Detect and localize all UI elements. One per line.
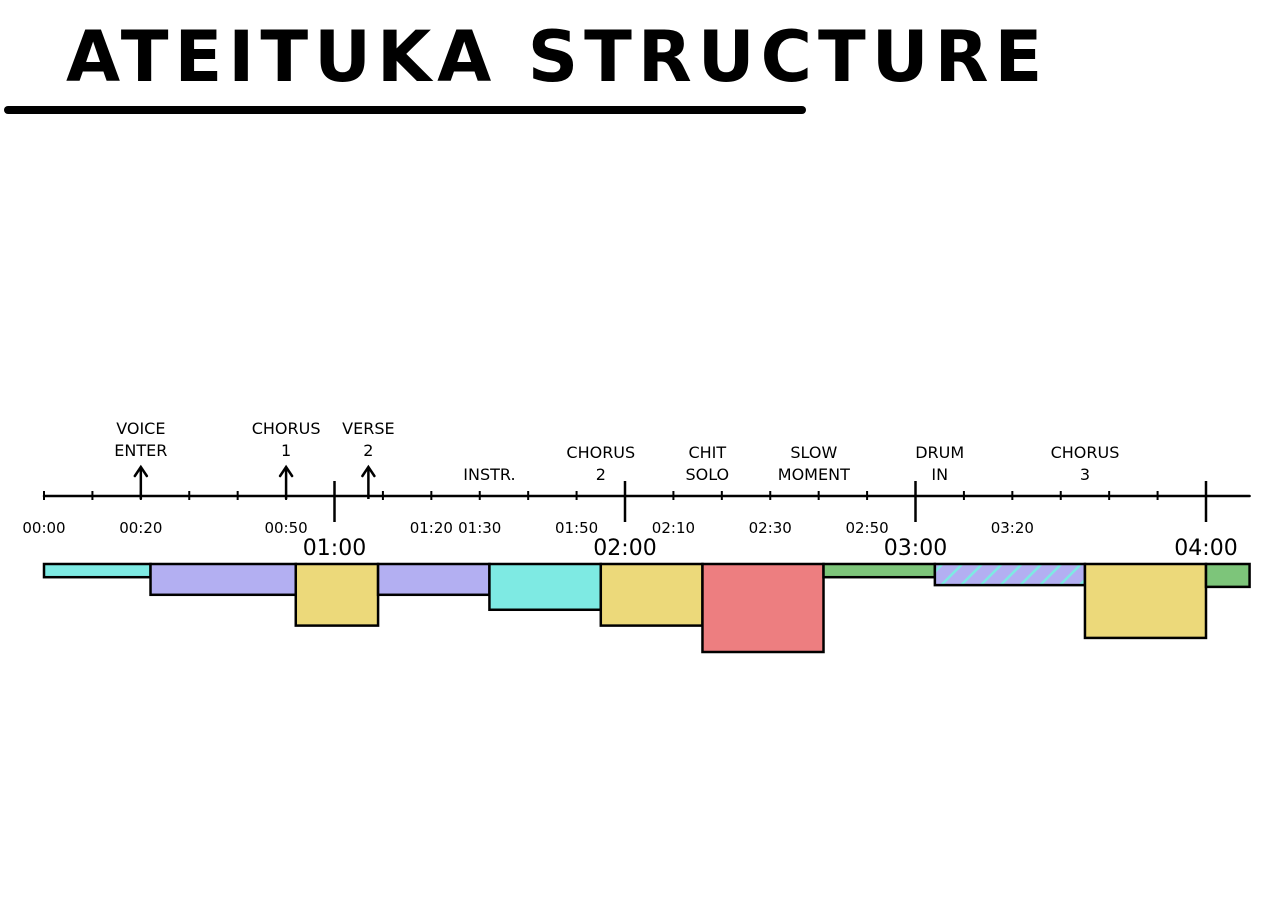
section-bar [376,562,491,597]
section-bar [822,562,937,579]
event-label: ENTER [114,441,167,460]
section-bars [42,562,1251,654]
event-markers: VOICEENTERCHORUS1VERSE2INSTR.CHORUS2CHIT… [114,419,1119,499]
minor-time-label: 00:50 [264,519,307,537]
event-label: SLOW [790,443,837,462]
time-axis [42,481,1251,522]
section-bar [149,562,298,597]
time-labels: 01:00 02:00 03:00 04:00 00:00 00:20 00:50 01:20… [22,519,1237,561]
major-time-label: 04:00 [1174,536,1237,561]
event-label: SOLO [685,465,729,484]
minor-time-label: 01:30 [458,519,501,537]
event-label: IN [931,465,948,484]
major-time-label: 01:00 [303,536,366,561]
event-label: DRUM [915,443,964,462]
event-label: CHORUS [566,443,635,462]
minor-time-label: 02:10 [652,519,695,537]
event-label: 3 [1080,465,1090,484]
minor-time-label: 01:20 [410,519,453,537]
event-label: VERSE [342,419,394,438]
event-label: 2 [596,465,606,484]
section-bar [294,562,380,627]
minor-time-label: 01:50 [555,519,598,537]
major-time-label: 03:00 [884,536,947,561]
event-label: INSTR. [463,465,515,484]
section-bar [933,562,1087,587]
section-bar [701,562,825,654]
event-label: CHORUS [252,419,321,438]
title-underline [4,106,806,114]
minor-time-label: 02:50 [845,519,888,537]
section-bar [599,562,704,627]
event-arrow-head [133,464,149,478]
section-bar [1083,562,1208,640]
event-arrow-head [361,464,376,478]
minor-time-label: 03:20 [991,519,1034,537]
event-label: VOICE [116,419,165,438]
event-label: CHORUS [1051,443,1120,462]
section-bar [42,562,152,579]
minor-time-label: 02:30 [749,519,792,537]
major-time-label: 02:00 [593,536,656,561]
diagram-title: ATEITUKA STRUCTURE [66,16,1049,98]
minor-time-label: 00:20 [119,519,162,537]
event-label: 1 [281,441,291,460]
event-label: 2 [363,441,373,460]
minor-time-label: 00:00 [22,519,65,537]
event-label: MOMENT [778,465,850,484]
section-bar [488,562,603,612]
event-label: CHIT [688,443,726,462]
section-bar [1204,562,1251,589]
event-arrow-head [278,464,294,478]
